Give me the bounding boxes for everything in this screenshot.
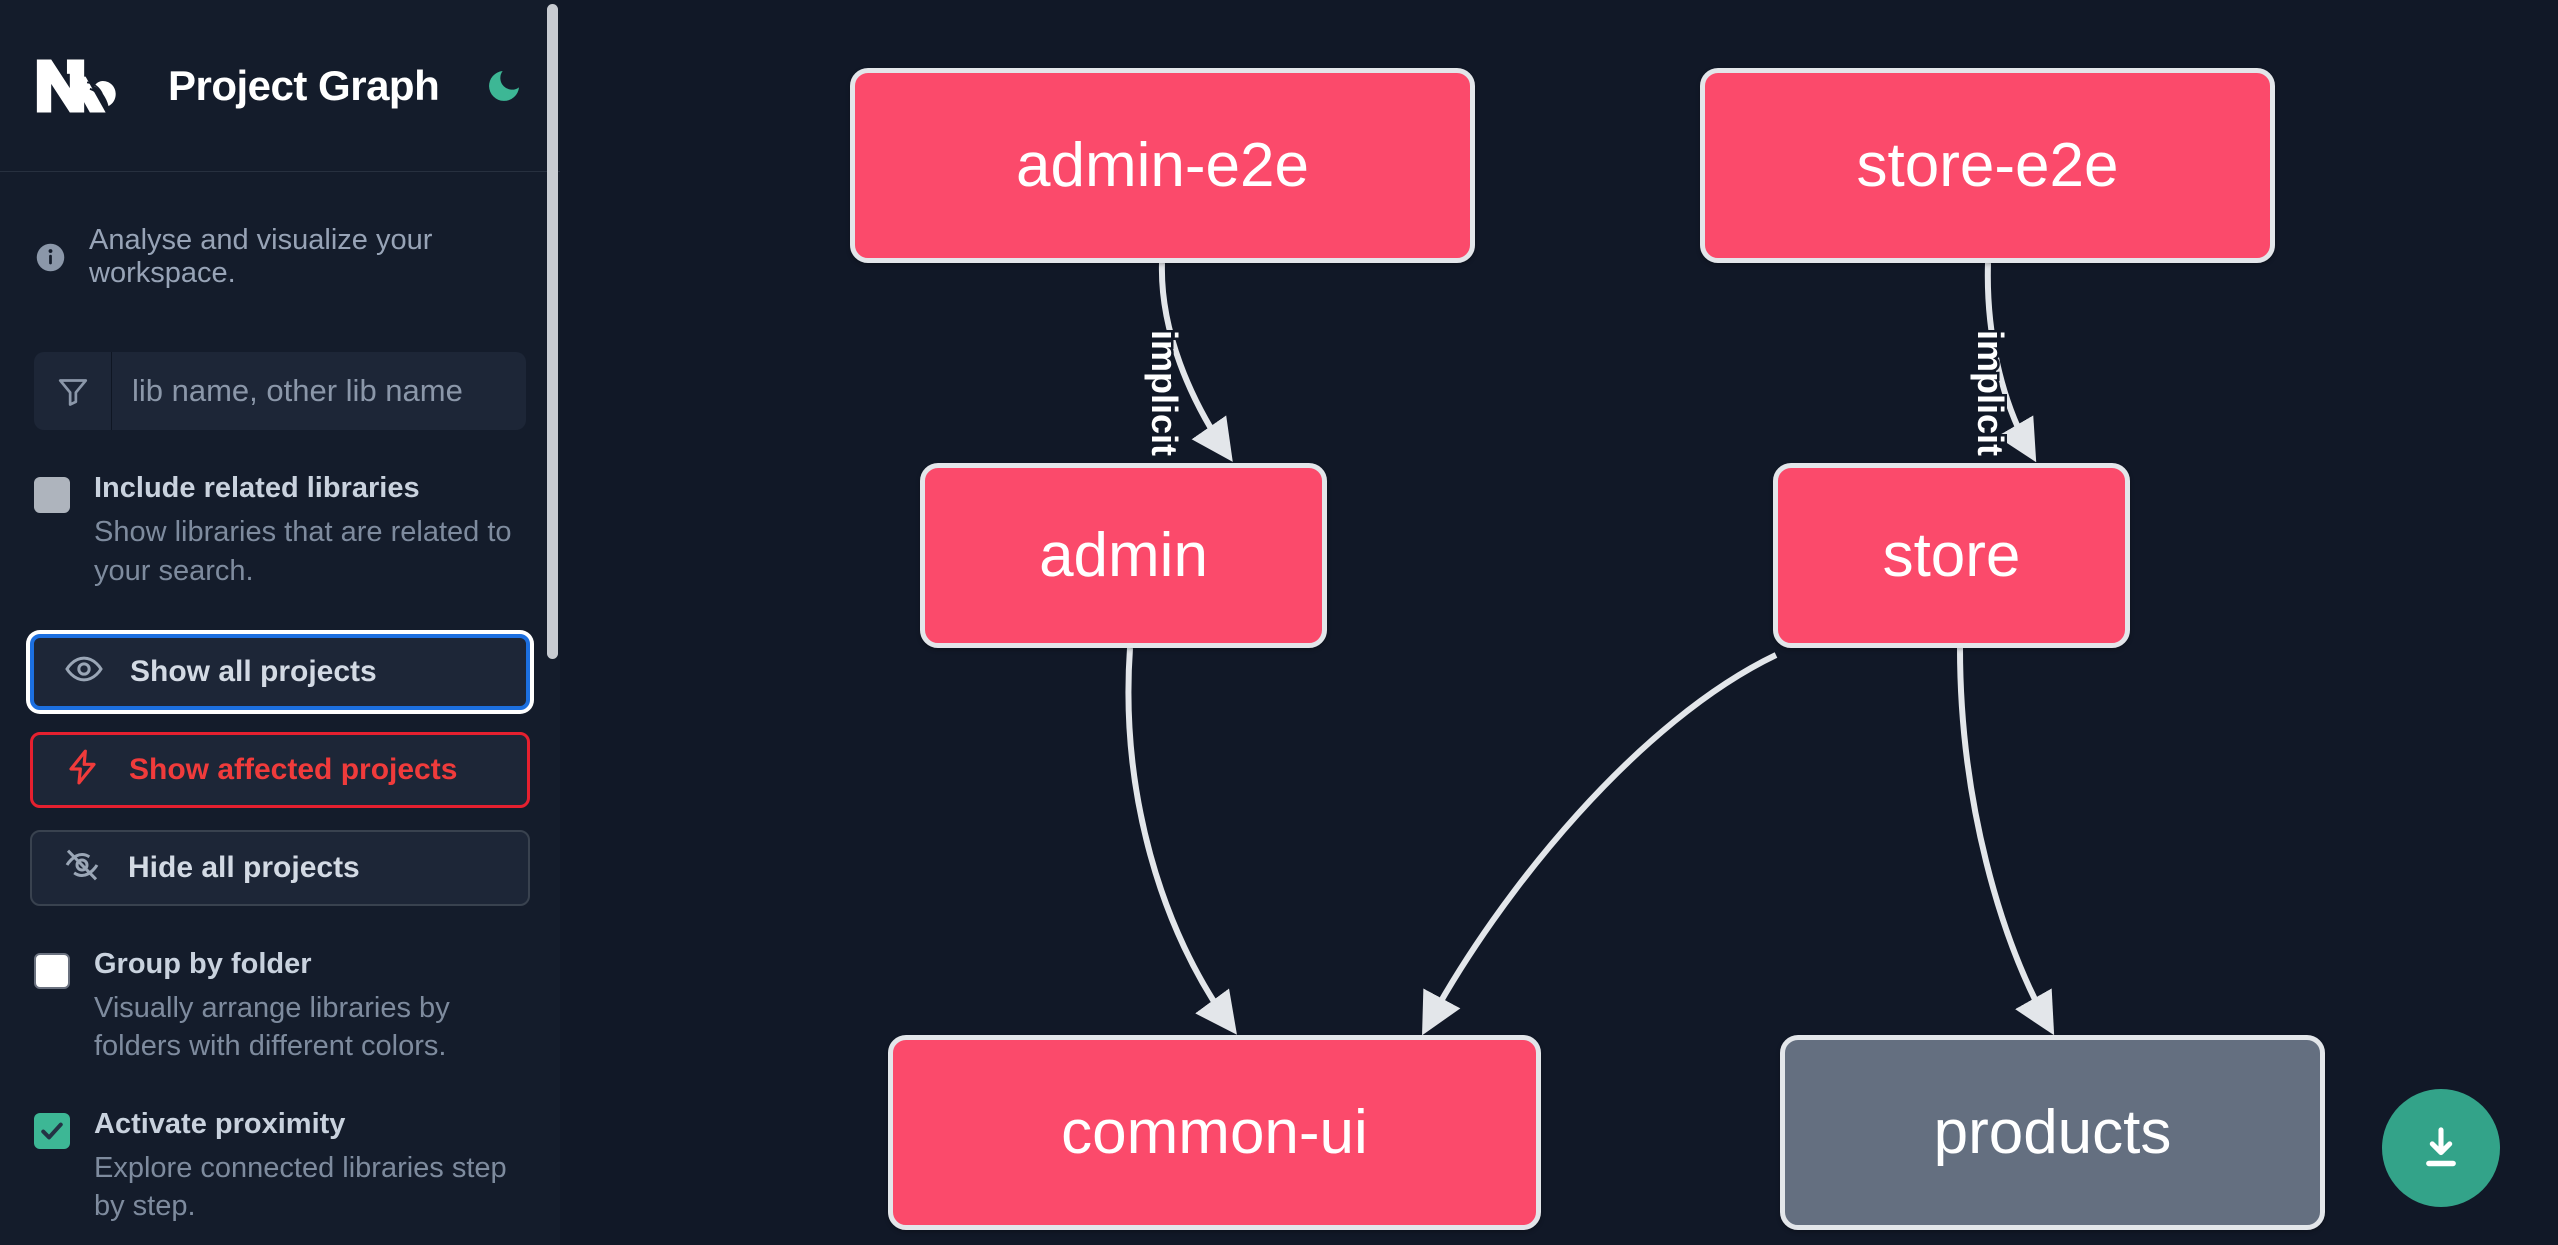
page-title: Project Graph [168,61,440,109]
graph-node-products[interactable]: products [1780,1035,2325,1230]
project-visibility-buttons: Show all projects Show affected projects [30,633,530,906]
svg-text:implicit: implicit [1970,330,2011,456]
checkbox-label-group-by-folder: Group by folder [94,947,312,980]
edge-store-e2e-to-store [1984,262,2037,463]
show-all-projects-button[interactable]: Show all projects [30,633,530,710]
edge-label-store-implicit: implicit [1968,328,2014,459]
graph-node-store[interactable]: store [1773,463,2130,648]
search-input[interactable] [112,352,526,430]
svg-text:implicit: implicit [1144,330,1185,456]
nx-logo [34,55,120,117]
checkbox-box-activate-proximity[interactable] [34,1112,70,1149]
edge-admin-e2e-to-admin [1158,262,1233,462]
checkbox-desc-activate-proximity: Explore connected libraries step by step… [94,1152,507,1223]
sidebar-scrollbar-thumb[interactable] [547,4,558,659]
hide-all-projects-label: Hide all projects [128,850,360,884]
sidebar-scrollbar[interactable] [546,0,560,1245]
show-all-projects-label: Show all projects [130,654,377,688]
checkbox-box-include-related[interactable] [34,477,70,513]
download-image-button[interactable] [2382,1089,2500,1207]
info-icon [34,241,67,274]
funnel-icon [34,352,112,430]
checkbox-label-activate-proximity: Activate proximity [94,1107,346,1140]
lightning-bolt-icon [63,747,103,792]
edge-label-admin-implicit: implicit [1142,328,1188,459]
tagline-text: Analyse and visualize your workspace. [89,224,433,289]
sidebar-header: Project Graph [0,0,560,172]
checkbox-box-group-by-folder[interactable] [34,952,70,989]
eye-off-icon [62,845,102,890]
checkbox-group-by-folder[interactable]: Group by folder Visually arrange librari… [0,906,560,1066]
graph-edges: implicit implicit [1125,262,2055,1036]
graph-node-admin[interactable]: admin [920,463,1327,648]
graph-node-admin-e2e[interactable]: admin-e2e [850,68,1475,263]
sidebar: Project Graph Analyse and visualize your… [0,0,560,1245]
checkbox-include-related-libraries[interactable]: Include related libraries Show libraries… [0,430,560,590]
checkbox-label-include-related: Include related libraries [94,472,420,504]
filter-search-row [34,352,526,430]
edge-store-to-products [1957,647,2055,1036]
show-affected-projects-label: Show affected projects [129,752,458,786]
graph-canvas[interactable]: implicit implicit admin-e2e store-e2e ad… [560,0,2558,1245]
checkbox-desc-group-by-folder: Visually arrange libraries by folders wi… [94,992,450,1063]
hide-all-projects-button[interactable]: Hide all projects [30,829,530,906]
checkbox-desc-include-related: Show libraries that are related to your … [94,516,512,587]
edge-admin-to-common-ui [1125,647,1237,1035]
show-affected-projects-button[interactable]: Show affected projects [30,731,530,808]
checkbox-activate-proximity[interactable]: Activate proximity Explore connected lib… [0,1066,560,1226]
sidebar-tagline: Analyse and visualize your workspace. [0,172,560,290]
eye-icon [64,649,104,694]
moon-icon[interactable] [481,60,526,112]
graph-node-store-e2e[interactable]: store-e2e [1700,68,2275,263]
edge-store-to-common-ui [1422,652,1778,1036]
graph-node-common-ui[interactable]: common-ui [888,1035,1541,1230]
